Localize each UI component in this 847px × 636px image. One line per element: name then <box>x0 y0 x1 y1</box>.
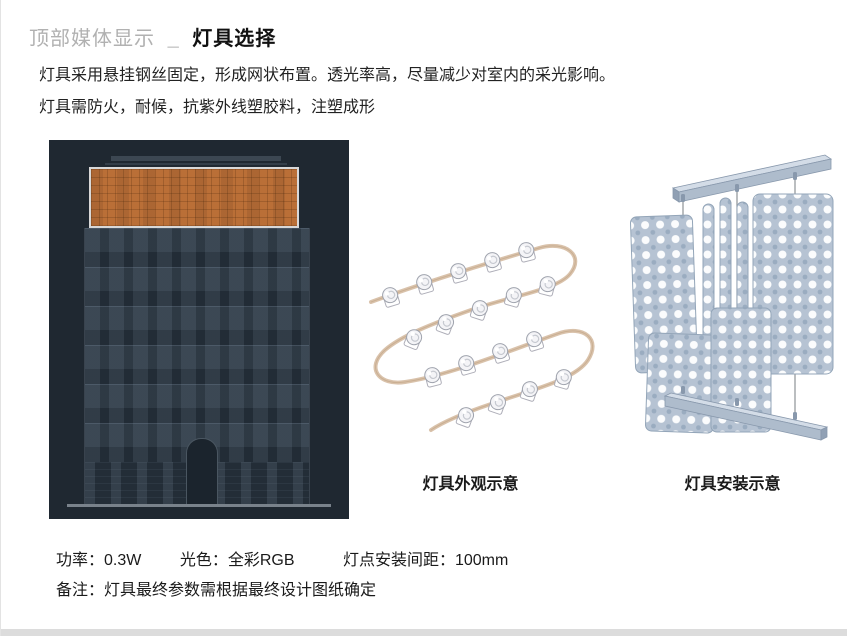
spec-row: 功率：0.3W 光色：全彩RGB 灯点安装间距：100mm <box>56 546 508 570</box>
installation-diagram-image <box>630 154 834 441</box>
led-string-image <box>369 240 595 432</box>
media-display-highlight <box>89 167 299 228</box>
description-line-2: 灯具需防火，耐候，抗紫外线塑胶料，注塑成形 <box>39 99 376 116</box>
description-line-1: 灯具采用悬挂钢丝固定，形成网状布置。透光率高，尽量减少对室内的采光影响。 <box>39 67 616 84</box>
description-block: 灯具采用悬挂钢丝固定，形成网状布置。透光率高，尽量减少对室内的采光影响。 灯具需… <box>39 60 615 124</box>
spec-power: 功率：0.3W <box>56 546 141 570</box>
page-bottom-edge <box>1 629 847 636</box>
spec-spacing-label: 灯点安装间距： <box>342 552 455 569</box>
spec-power-label: 功率： <box>56 552 105 569</box>
elevation-entrance-arch <box>186 438 218 505</box>
installation-diagram-figure <box>625 142 841 466</box>
page-title-separator: _ <box>167 28 180 50</box>
caption-led-installation: 灯具安装示意 <box>684 476 781 493</box>
building-elevation-figure <box>49 140 349 519</box>
elevation-ground-line <box>67 504 331 507</box>
caption-led-appearance: 灯具外观示意 <box>422 476 519 493</box>
page-title: 顶部媒体显示 _ 灯具选择 <box>29 22 276 51</box>
spec-power-value: 0.3W <box>104 552 142 569</box>
page-title-emphasis: 灯具选择 <box>192 28 277 50</box>
spec-light-color: 光色：全彩RGB <box>180 546 295 570</box>
spec-note: 备注：灯具最终参数需根据最终设计图纸确定 <box>56 582 377 599</box>
spec-spacing-value: 100mm <box>454 552 509 569</box>
led-string-figure <box>361 232 619 438</box>
elevation-facade-windows <box>84 228 310 462</box>
spec-light-color-label: 光色： <box>179 552 228 569</box>
elevation-roof-parapet <box>111 156 281 161</box>
spec-spacing: 灯点安装间距：100mm <box>343 546 508 570</box>
spec-light-color-value: 全彩RGB <box>227 552 295 569</box>
elevation-roof-line <box>105 163 287 165</box>
page-title-prefix: 顶部媒体显示 <box>29 28 155 50</box>
